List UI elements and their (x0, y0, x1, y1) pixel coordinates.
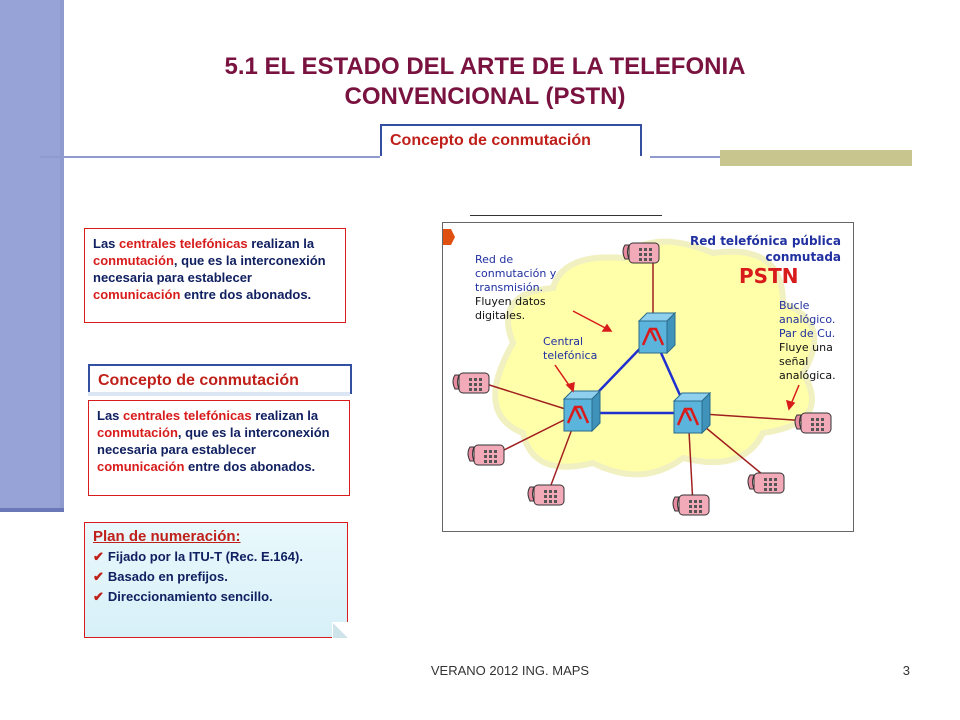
footer-text: VERANO 2012 ING. MAPS (430, 663, 590, 678)
def1-highlight-3: comunicación (93, 287, 181, 302)
title-line-2: CONVENCIONAL (PSTN) (344, 83, 626, 110)
plan-item-text: Basado en prefijos. (107, 569, 228, 584)
diagram-top-rule (470, 215, 662, 216)
bucle-label: Bucle analógico. Par de Cu. Fluye una se… (779, 299, 836, 382)
bullet-marker-icon (439, 229, 455, 245)
definition-box-1: Las centrales telefónicas realizan la co… (84, 228, 346, 323)
central-label-line: Central (543, 335, 583, 348)
divider-left (40, 156, 380, 158)
def1-text-2: realizan la (247, 236, 315, 251)
bucle-label-line: Fluye una (779, 341, 833, 354)
bucle-label-line: analógico. (779, 313, 835, 326)
slide-title: 5.1 EL ESTADO DEL ARTE DE LA TELEFONIA C… (150, 52, 820, 112)
definition-box-2: Las centrales telefónicas realizan la co… (88, 400, 350, 496)
bucle-label-line: Par de Cu. (779, 327, 835, 340)
def1-highlight-2: conmutación (93, 253, 174, 268)
network-label-line-2: conmutada (766, 250, 841, 264)
concept-header-2: Concepto de conmutación (88, 364, 352, 394)
phone-icon (747, 472, 785, 494)
def2-highlight-3: comunicación (97, 459, 185, 474)
left-accent-bar-inner (0, 0, 60, 508)
def2-text-2: realizan la (251, 408, 319, 423)
check-icon: ✔ (93, 569, 104, 584)
annotation-arrows (554, 310, 800, 411)
central-label-line: telefónica (543, 349, 597, 362)
pstn-label: PSTN (739, 264, 798, 288)
check-icon: ✔ (93, 589, 104, 604)
red-label-line: conmutación y (475, 267, 557, 280)
central-label: Central telefónica (543, 335, 597, 362)
def1-text-4: entre dos abonados. (180, 287, 312, 302)
plan-item: ✔Basado en prefijos. (93, 567, 339, 587)
pstn-network-svg: Red telefónica pública conmutada PSTN Re… (439, 229, 841, 516)
def1-text-3: , que es la interconexión necesaria para… (93, 253, 326, 285)
page-number: 3 (902, 663, 910, 678)
def1-text-1: Las (93, 236, 120, 251)
def2-text-1: Las (97, 408, 124, 423)
phone-icon (452, 372, 490, 394)
def2-highlight-1: centrales telefónicas (123, 408, 252, 423)
bucle-label-line: analógica. (779, 369, 836, 382)
plan-title: Plan de numeración: (93, 528, 241, 545)
plan-item-text: Direccionamiento sencillo. (107, 589, 273, 604)
concept-tab: Concepto de conmutación (380, 124, 642, 156)
red-label-line: digitales. (475, 309, 525, 322)
phone-icon (527, 484, 565, 506)
plan-item: ✔Direccionamiento sencillo. (93, 587, 339, 607)
check-icon: ✔ (93, 549, 104, 564)
concept-header-2-shadow (88, 392, 350, 396)
def2-text-4: entre dos abonados. (184, 459, 316, 474)
left-accent-bar (0, 0, 64, 512)
red-label: Red de conmutación y transmisión. Fluyen… (475, 253, 557, 322)
plan-item-text: Fijado por la ITU-T (Rec. E.164). (107, 549, 303, 564)
bucle-label-line: Bucle (779, 299, 810, 312)
def1-highlight-1: centrales telefónicas (119, 236, 248, 251)
red-label-line: Fluyen datos (475, 295, 546, 308)
title-line-1: 5.1 EL ESTADO DEL ARTE DE LA TELEFONIA (224, 53, 746, 80)
plan-item: ✔Fijado por la ITU-T (Rec. E.164). (93, 547, 339, 567)
network-label-line-1: Red telefónica pública (690, 234, 841, 248)
phone-icon (672, 494, 710, 516)
pstn-diagram: Red telefónica pública conmutada PSTN Re… (439, 222, 854, 532)
phone-icon (467, 444, 505, 466)
red-label-line: transmisión. (475, 281, 543, 294)
page-curl (332, 622, 348, 638)
numbering-plan-box: Plan de numeración: ✔Fijado por la ITU-T… (84, 522, 348, 638)
switch-icon-left (562, 389, 602, 433)
divider-accent-block (720, 150, 912, 166)
def2-highlight-2: conmutación (97, 425, 178, 440)
bucle-label-line: señal (779, 355, 808, 368)
switch-icon-right (672, 391, 712, 435)
switch-icon-top (637, 311, 677, 355)
def2-text-3: , que es la interconexión necesaria para… (97, 425, 330, 457)
red-label-line: Red de (475, 253, 513, 266)
